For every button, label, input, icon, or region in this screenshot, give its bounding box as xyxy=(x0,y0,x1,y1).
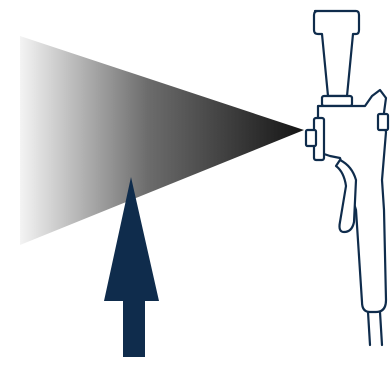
paint-cup xyxy=(312,9,361,98)
up-arrow-icon xyxy=(104,177,159,357)
air-hose xyxy=(366,310,384,347)
adjust-knob xyxy=(376,112,390,132)
cup-collar xyxy=(320,94,354,108)
spray-cone-icon xyxy=(20,36,304,245)
spray-gun-icon xyxy=(304,9,390,347)
trigger xyxy=(334,158,358,234)
nozzle-tip xyxy=(304,128,318,148)
